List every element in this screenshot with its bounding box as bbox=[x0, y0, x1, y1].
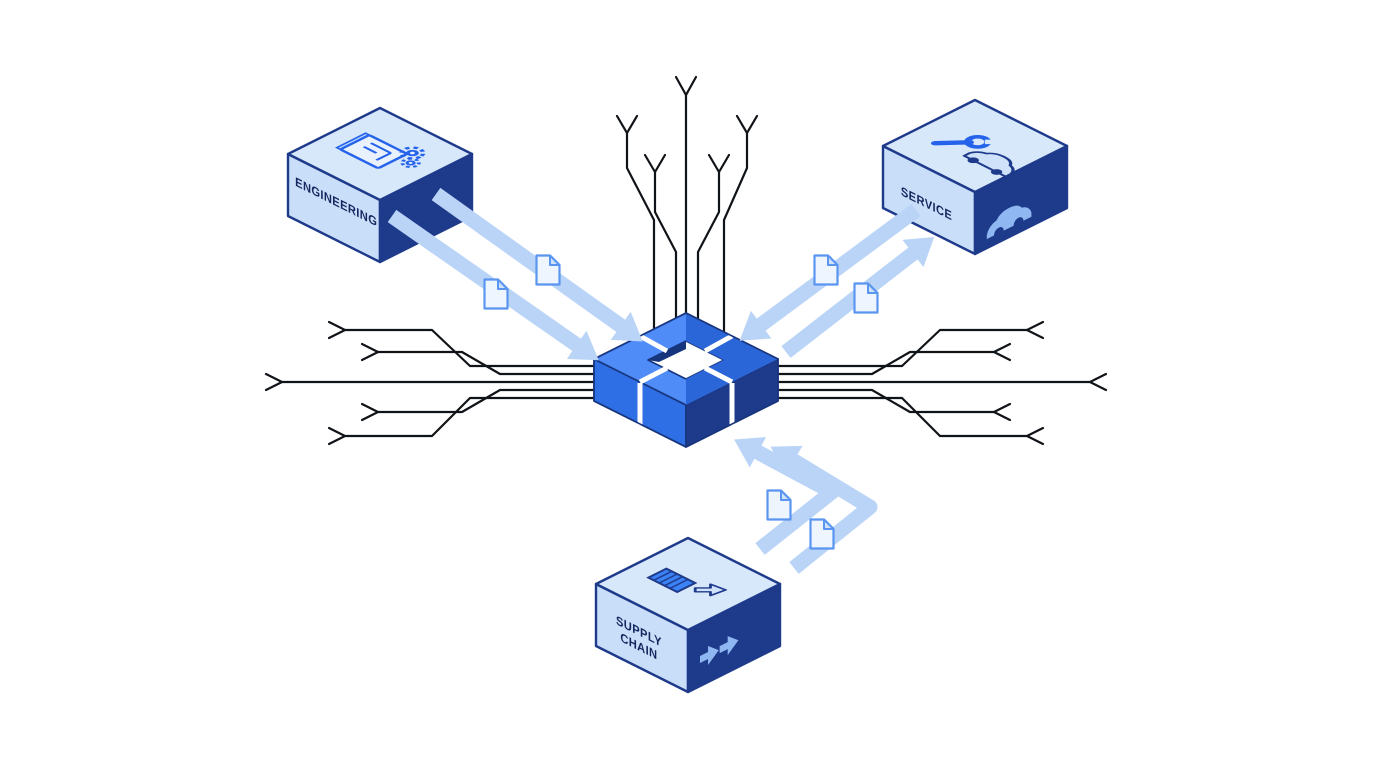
circuit-traces-top bbox=[615, 75, 759, 342]
document-icon bbox=[535, 254, 561, 286]
node-engineering: ENGINEERING bbox=[286, 106, 474, 264]
blueprint-gears-icon bbox=[334, 132, 426, 169]
forward-arrows-icon bbox=[700, 636, 739, 665]
arrow-engineering-to-hub-2 bbox=[431, 187, 643, 342]
circuit-traces-right bbox=[758, 320, 1108, 446]
document-icon bbox=[809, 518, 835, 550]
document-icon bbox=[483, 278, 509, 310]
container-export-icon bbox=[646, 567, 728, 597]
document-icon bbox=[813, 254, 839, 286]
circuit-traces-left bbox=[264, 320, 617, 446]
node-service: SERVICE bbox=[881, 98, 1069, 256]
wrench-car-icon bbox=[930, 135, 1015, 178]
node-supply-chain: SUPPLY CHAIN bbox=[594, 536, 782, 694]
document-icon bbox=[766, 489, 792, 521]
car-silhouette-icon bbox=[986, 205, 1032, 240]
arrow-hub-to-service bbox=[781, 236, 935, 358]
